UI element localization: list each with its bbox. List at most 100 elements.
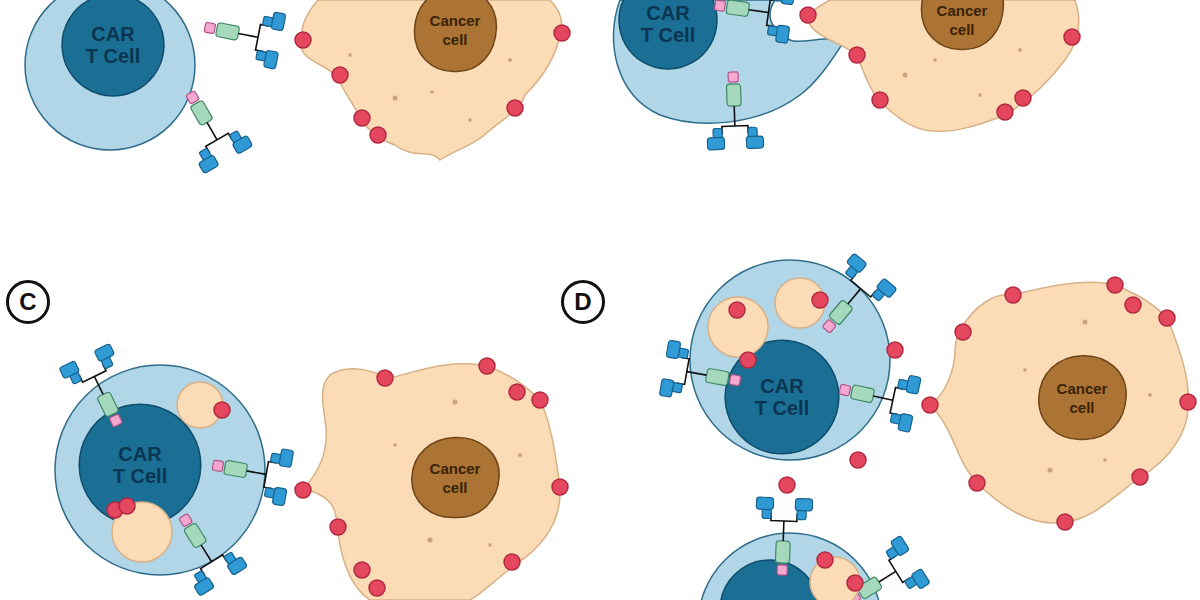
- antigen: [969, 475, 985, 491]
- cytoplasm-specks: [1023, 320, 1152, 473]
- speck: [488, 543, 492, 547]
- car-receptor: [208, 437, 294, 506]
- antigen: [850, 452, 866, 468]
- car-receptor: [834, 362, 921, 433]
- t-cell-nucleus: [619, 0, 717, 69]
- cancer-nucleus-node: Cancer cell: [407, 435, 503, 521]
- antigen: [479, 358, 495, 374]
- nucleus-outline: [407, 435, 503, 521]
- nucleus-outline: [1034, 353, 1130, 443]
- antigen: [922, 397, 938, 413]
- antigen: [1180, 394, 1196, 410]
- antigen: [1005, 287, 1021, 303]
- text-holder: CAR T Cell: [61, 23, 165, 67]
- surface-antigens: [779, 342, 903, 493]
- cytoplasm-specks: [393, 400, 522, 547]
- antigen: [812, 292, 828, 308]
- cancer-cell-body: [301, 0, 561, 160]
- antigen: [1125, 297, 1141, 313]
- car-receptor: [835, 535, 930, 600]
- speck: [393, 96, 398, 101]
- vesicle: [177, 382, 223, 428]
- vesicle: [775, 278, 825, 328]
- cancer-cell-body: [303, 364, 560, 600]
- antigen: [554, 25, 570, 41]
- antigen: [552, 479, 568, 495]
- car-receptor: [159, 501, 247, 596]
- panel-a-art: [25, 0, 570, 160]
- text-holder: Cancer cell: [407, 459, 503, 497]
- speck: [978, 93, 982, 97]
- antigen: [507, 100, 523, 116]
- antigen: [377, 370, 393, 386]
- cell-label: CAR T Cell: [110, 443, 170, 487]
- t-cell-body: [690, 260, 890, 460]
- cancer-nucleus: [1039, 356, 1126, 440]
- antigen: [354, 562, 370, 578]
- antigen: [532, 392, 548, 408]
- speck: [348, 53, 352, 57]
- text-holder: Cancer cell: [1034, 379, 1130, 417]
- car-receptor: [59, 344, 143, 438]
- speck: [430, 90, 434, 94]
- t-cell-body: [25, 0, 195, 150]
- t-cell-nucleus-node: CAR T Cell: [618, 0, 718, 70]
- t-cell-nucleus: [79, 404, 201, 526]
- t-cell-body: [698, 533, 882, 600]
- cell-label: CAR T Cell: [638, 2, 698, 46]
- antigen: [295, 482, 311, 498]
- vesicle: [708, 297, 768, 357]
- cell-label: Cancer cell: [426, 459, 484, 497]
- t-cell-nucleus: [725, 340, 839, 454]
- t-cell-nucleus-node: CAR T Cell: [724, 339, 840, 455]
- speck: [1018, 48, 1022, 52]
- antigen: [887, 342, 903, 358]
- antigen: [332, 67, 348, 83]
- antigen: [1107, 277, 1123, 293]
- antigen: [849, 47, 865, 63]
- antigen: [1064, 29, 1080, 45]
- antigen: [107, 502, 123, 518]
- antigen: [779, 477, 795, 493]
- antigen: [1015, 90, 1031, 106]
- antigen: [997, 104, 1013, 120]
- t-cell-nucleus-node: CAR T Cell: [61, 0, 165, 97]
- car-receptor: [200, 0, 286, 69]
- antigen: [509, 384, 525, 400]
- speck: [1023, 368, 1027, 372]
- cancer-nucleus-node: Cancer cell: [917, 0, 1007, 53]
- car-receptor: [166, 79, 253, 174]
- cancer-nucleus: [414, 0, 496, 71]
- cancer-nucleus: [412, 438, 499, 518]
- cell-label: Cancer cell: [933, 1, 991, 39]
- speck: [453, 400, 458, 405]
- antigen: [1057, 514, 1073, 530]
- antigen: [370, 127, 386, 143]
- antigen-dots: [295, 358, 568, 596]
- antigen: [817, 552, 833, 568]
- antigen: [872, 92, 888, 108]
- cell-label: CAR T Cell: [752, 375, 812, 419]
- car-receptor: [754, 497, 813, 576]
- t-cell-nucleus: [62, 0, 164, 96]
- car-receptor: [705, 71, 764, 150]
- antigen: [504, 554, 520, 570]
- antigen: [847, 575, 863, 591]
- speck: [508, 58, 512, 62]
- engulfed-vesicles: [107, 278, 863, 600]
- antigen: [354, 110, 370, 126]
- antigen: [330, 519, 346, 535]
- antigen: [800, 7, 816, 23]
- cancer-nucleus: [921, 0, 1003, 49]
- cancer-nucleus-node: Cancer cell: [410, 0, 500, 75]
- vesicle: [112, 502, 172, 562]
- text-holder: Cancer cell: [917, 1, 1007, 39]
- panel-c-art: [55, 358, 568, 600]
- antigen: [1132, 469, 1148, 485]
- speck: [428, 538, 433, 543]
- vesicle: [810, 557, 860, 600]
- car-receptor: [805, 253, 897, 348]
- t-cell-nucleus: [720, 560, 820, 600]
- speck: [1103, 458, 1107, 462]
